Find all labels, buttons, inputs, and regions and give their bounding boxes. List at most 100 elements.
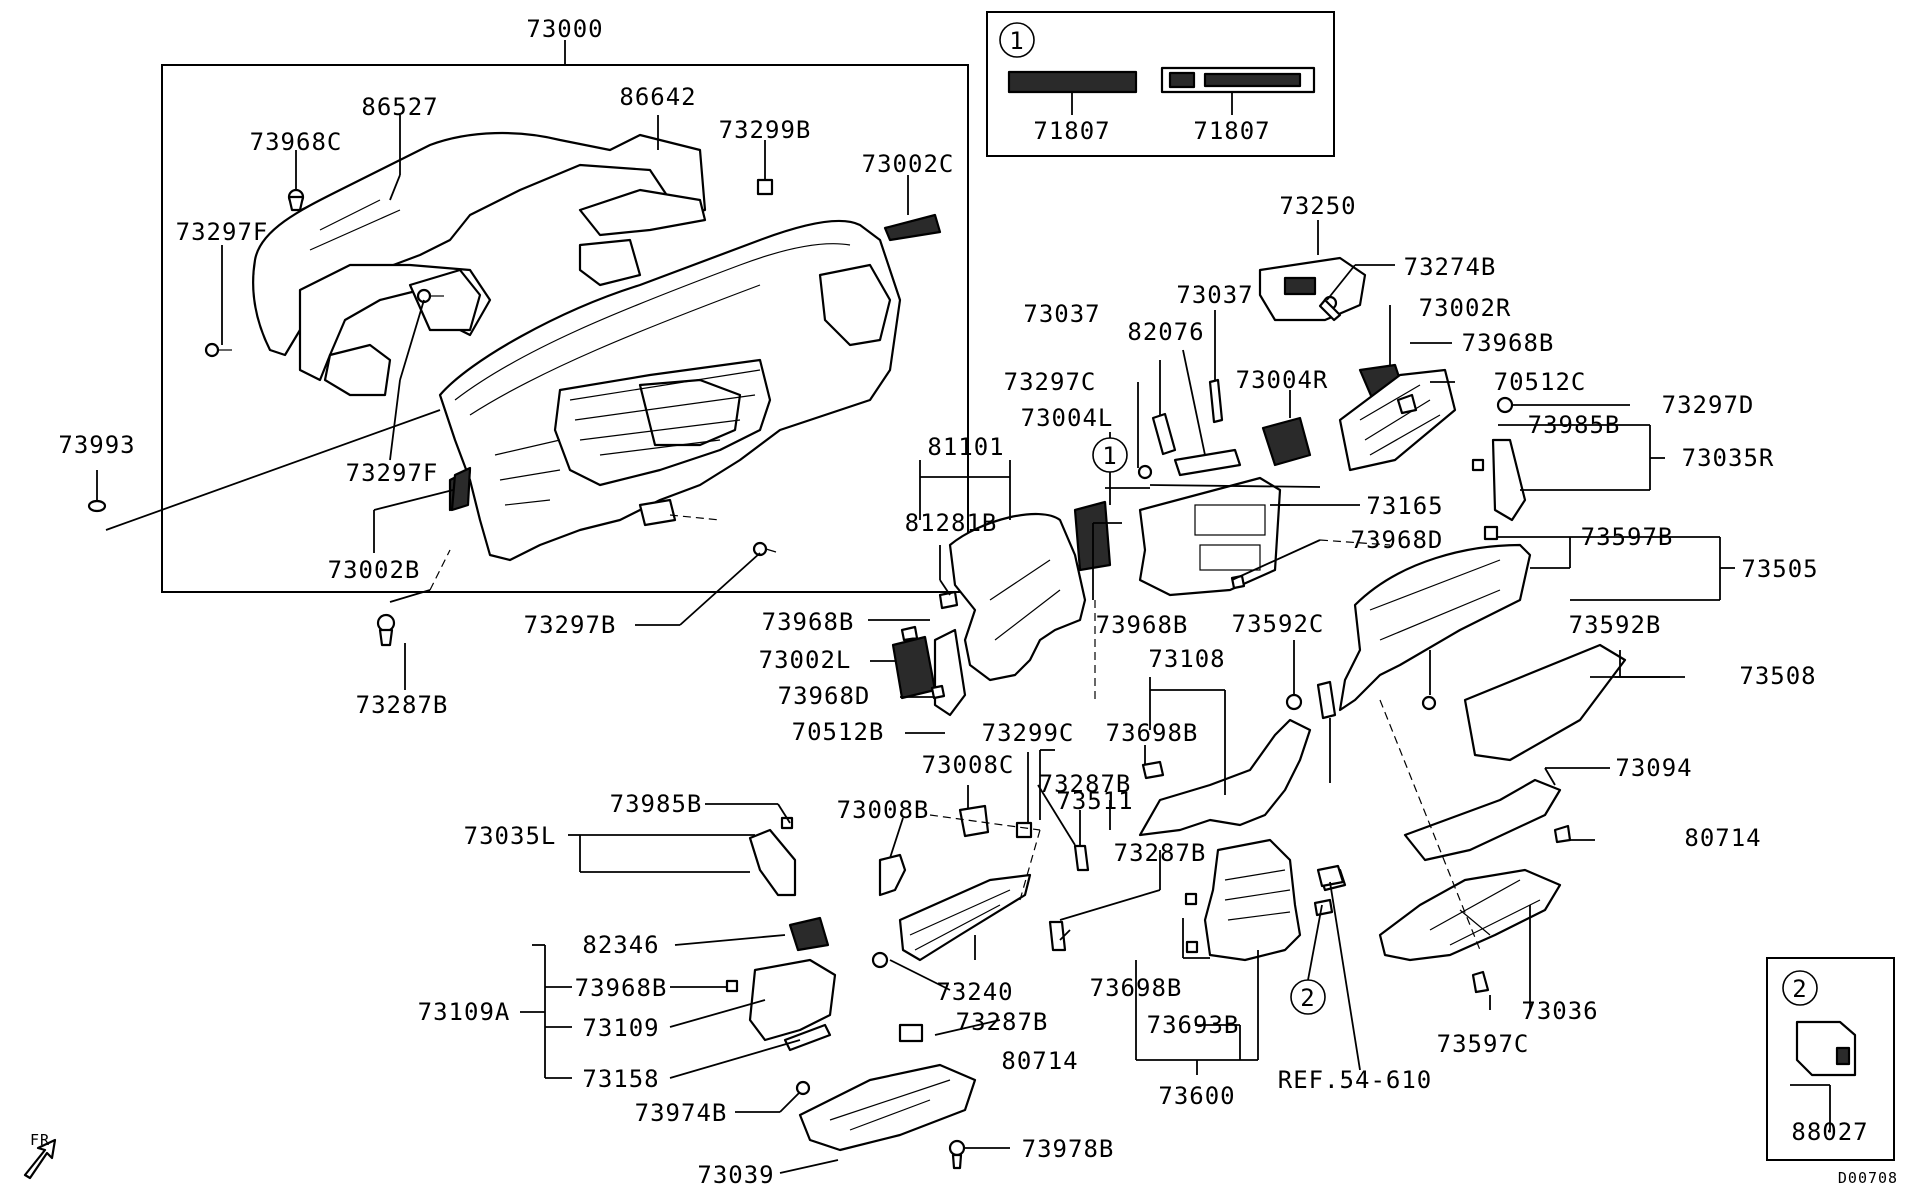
part-label-73978B: 73978B — [1022, 1135, 1115, 1163]
part-label-73002B: 73002B — [328, 556, 421, 584]
orientation-label: FR — [30, 1131, 50, 1149]
part-label-73993: 73993 — [58, 431, 135, 459]
clip-73299B-drawing — [756, 178, 774, 196]
part-label-73287B-a: 73287B — [356, 691, 449, 719]
part-label-73297F-b: 73297F — [346, 459, 439, 487]
part-label-73592B: 73592B — [1569, 611, 1662, 639]
part-label-73109: 73109 — [582, 1014, 659, 1042]
callout-2-main-label: 2 — [1300, 984, 1315, 1012]
switch-88027-drawing — [1795, 1020, 1857, 1077]
callout-2-box-circle — [1782, 970, 1818, 1006]
callout-2-main-circle — [1290, 979, 1326, 1015]
part-label-73968B-d: 73968B — [575, 974, 668, 1002]
part-label-82346: 82346 — [582, 931, 659, 959]
front-direction-arrow-icon — [23, 1138, 57, 1180]
part-label-73600: 73600 — [1158, 1082, 1235, 1110]
part-label-80714-b: 80714 — [1001, 1047, 1078, 1075]
part-labels: 73000 86527 86642 73968C 73299B 73002C 7… — [30, 15, 1898, 1187]
callout-1-box-circle — [999, 22, 1035, 58]
part-label-81281B: 81281B — [905, 509, 998, 537]
part-label-73008C: 73008C — [922, 751, 1015, 779]
part-label-73297F-a: 73297F — [176, 218, 269, 246]
part-label-73505: 73505 — [1741, 555, 1818, 583]
part-label-73299C: 73299C — [982, 719, 1075, 747]
part-label-73000: 73000 — [526, 15, 603, 43]
part-label-73287B-d: 73287B — [956, 1008, 1049, 1036]
part-label-73985B-a: 73985B — [1528, 411, 1621, 439]
glove-box-drawing — [1285, 525, 1627, 762]
part-label-73968D-a: 73968D — [1351, 526, 1444, 554]
part-label-73037-b: 73037 — [1023, 300, 1100, 328]
switch-inset-box — [1766, 957, 1895, 1161]
part-label-73297B: 73297B — [524, 611, 617, 639]
cluster-hood-drawing — [938, 512, 1087, 682]
dashboard-panel-drawing — [438, 219, 902, 562]
part-label-73968B-a: 73968B — [1462, 329, 1555, 357]
assembly-dash-lines — [429, 514, 1481, 951]
part-label-73597C: 73597C — [1437, 1030, 1530, 1058]
part-label-73592C: 73592C — [1232, 610, 1325, 638]
part-label-73299B: 73299B — [719, 116, 812, 144]
part-label-73287B-c: 73287B — [1114, 839, 1207, 867]
left-lower-parts-drawing — [725, 804, 1090, 1170]
part-label-73508: 73508 — [1739, 662, 1816, 690]
part-label-73035R: 73035R — [1682, 444, 1775, 472]
callout-2-box-label: 2 — [1792, 975, 1807, 1003]
part-label-81101: 81101 — [927, 433, 1004, 461]
part-label-73094: 73094 — [1615, 754, 1692, 782]
part-label-ref-54-610: REF.54-610 — [1278, 1066, 1433, 1094]
leader-lines — [96, 40, 1831, 1174]
vent-73002B-drawing — [450, 466, 472, 512]
part-label-73693B: 73693B — [1147, 1011, 1240, 1039]
part-label-88027: 88027 — [1791, 1118, 1868, 1146]
part-label-73004R: 73004R — [1236, 366, 1329, 394]
lower-center-panel-drawing — [1138, 718, 1312, 837]
part-label-73002C: 73002C — [862, 150, 955, 178]
part-label-73004L: 73004L — [1021, 404, 1114, 432]
part-label-73002R: 73002R — [1419, 294, 1512, 322]
part-label-73597B: 73597B — [1581, 523, 1674, 551]
part-label-73511: 73511 — [1056, 787, 1133, 815]
part-label-73297D: 73297D — [1662, 391, 1755, 419]
part-label-73968C: 73968C — [250, 128, 343, 156]
logo-inset-box — [986, 11, 1335, 157]
part-label-73109A: 73109A — [418, 998, 511, 1026]
part-label-86642: 86642 — [619, 83, 696, 111]
clip-73698B-a-drawing — [1141, 760, 1165, 780]
callout-1-main-circle — [1092, 437, 1128, 473]
part-label-71807-a: 71807 — [1033, 117, 1110, 145]
part-label-73158: 73158 — [582, 1065, 659, 1093]
air-duct-drawing — [252, 131, 707, 397]
part-label-73287B-b: 73287B — [1039, 770, 1132, 798]
part-label-73698B-b: 73698B — [1090, 974, 1183, 1002]
vent-73002C-drawing — [883, 213, 942, 242]
part-label-73108: 73108 — [1148, 645, 1225, 673]
part-label-73968B-b: 73968B — [1096, 611, 1189, 639]
lower-bracket-drawing — [1378, 778, 1572, 994]
part-label-73968B-c: 73968B — [762, 608, 855, 636]
callout-1-main-label: 1 — [1102, 442, 1117, 470]
part-label-73037-a: 73037 — [1176, 281, 1253, 309]
part-label-73250: 73250 — [1279, 192, 1356, 220]
fastener-drawings — [87, 188, 777, 647]
part-label-73274B: 73274B — [1404, 253, 1497, 281]
center-console-drawing — [1184, 838, 1347, 962]
callout-1-box-label: 1 — [1009, 27, 1024, 55]
part-label-73002L: 73002L — [759, 646, 852, 674]
part-label-70512B: 70512B — [792, 718, 885, 746]
left-vent-drawing — [891, 625, 967, 717]
drawing-code: D00708 — [1838, 1169, 1898, 1187]
part-label-73039: 73039 — [697, 1161, 774, 1187]
part-label-73297C: 73297C — [1004, 368, 1097, 396]
part-label-86527: 86527 — [361, 93, 438, 121]
part-label-80714-a: 80714 — [1684, 824, 1761, 852]
part-label-73974B: 73974B — [635, 1099, 728, 1127]
part-label-73008B: 73008B — [837, 796, 930, 824]
center-console-upper-drawing — [1073, 256, 1527, 597]
part-label-70512C: 70512C — [1494, 368, 1587, 396]
connector-drawing — [1316, 864, 1345, 888]
part-label-82076: 82076 — [1127, 318, 1204, 346]
part-label-73036: 73036 — [1521, 997, 1598, 1025]
logo-badges-drawing — [1007, 66, 1316, 94]
